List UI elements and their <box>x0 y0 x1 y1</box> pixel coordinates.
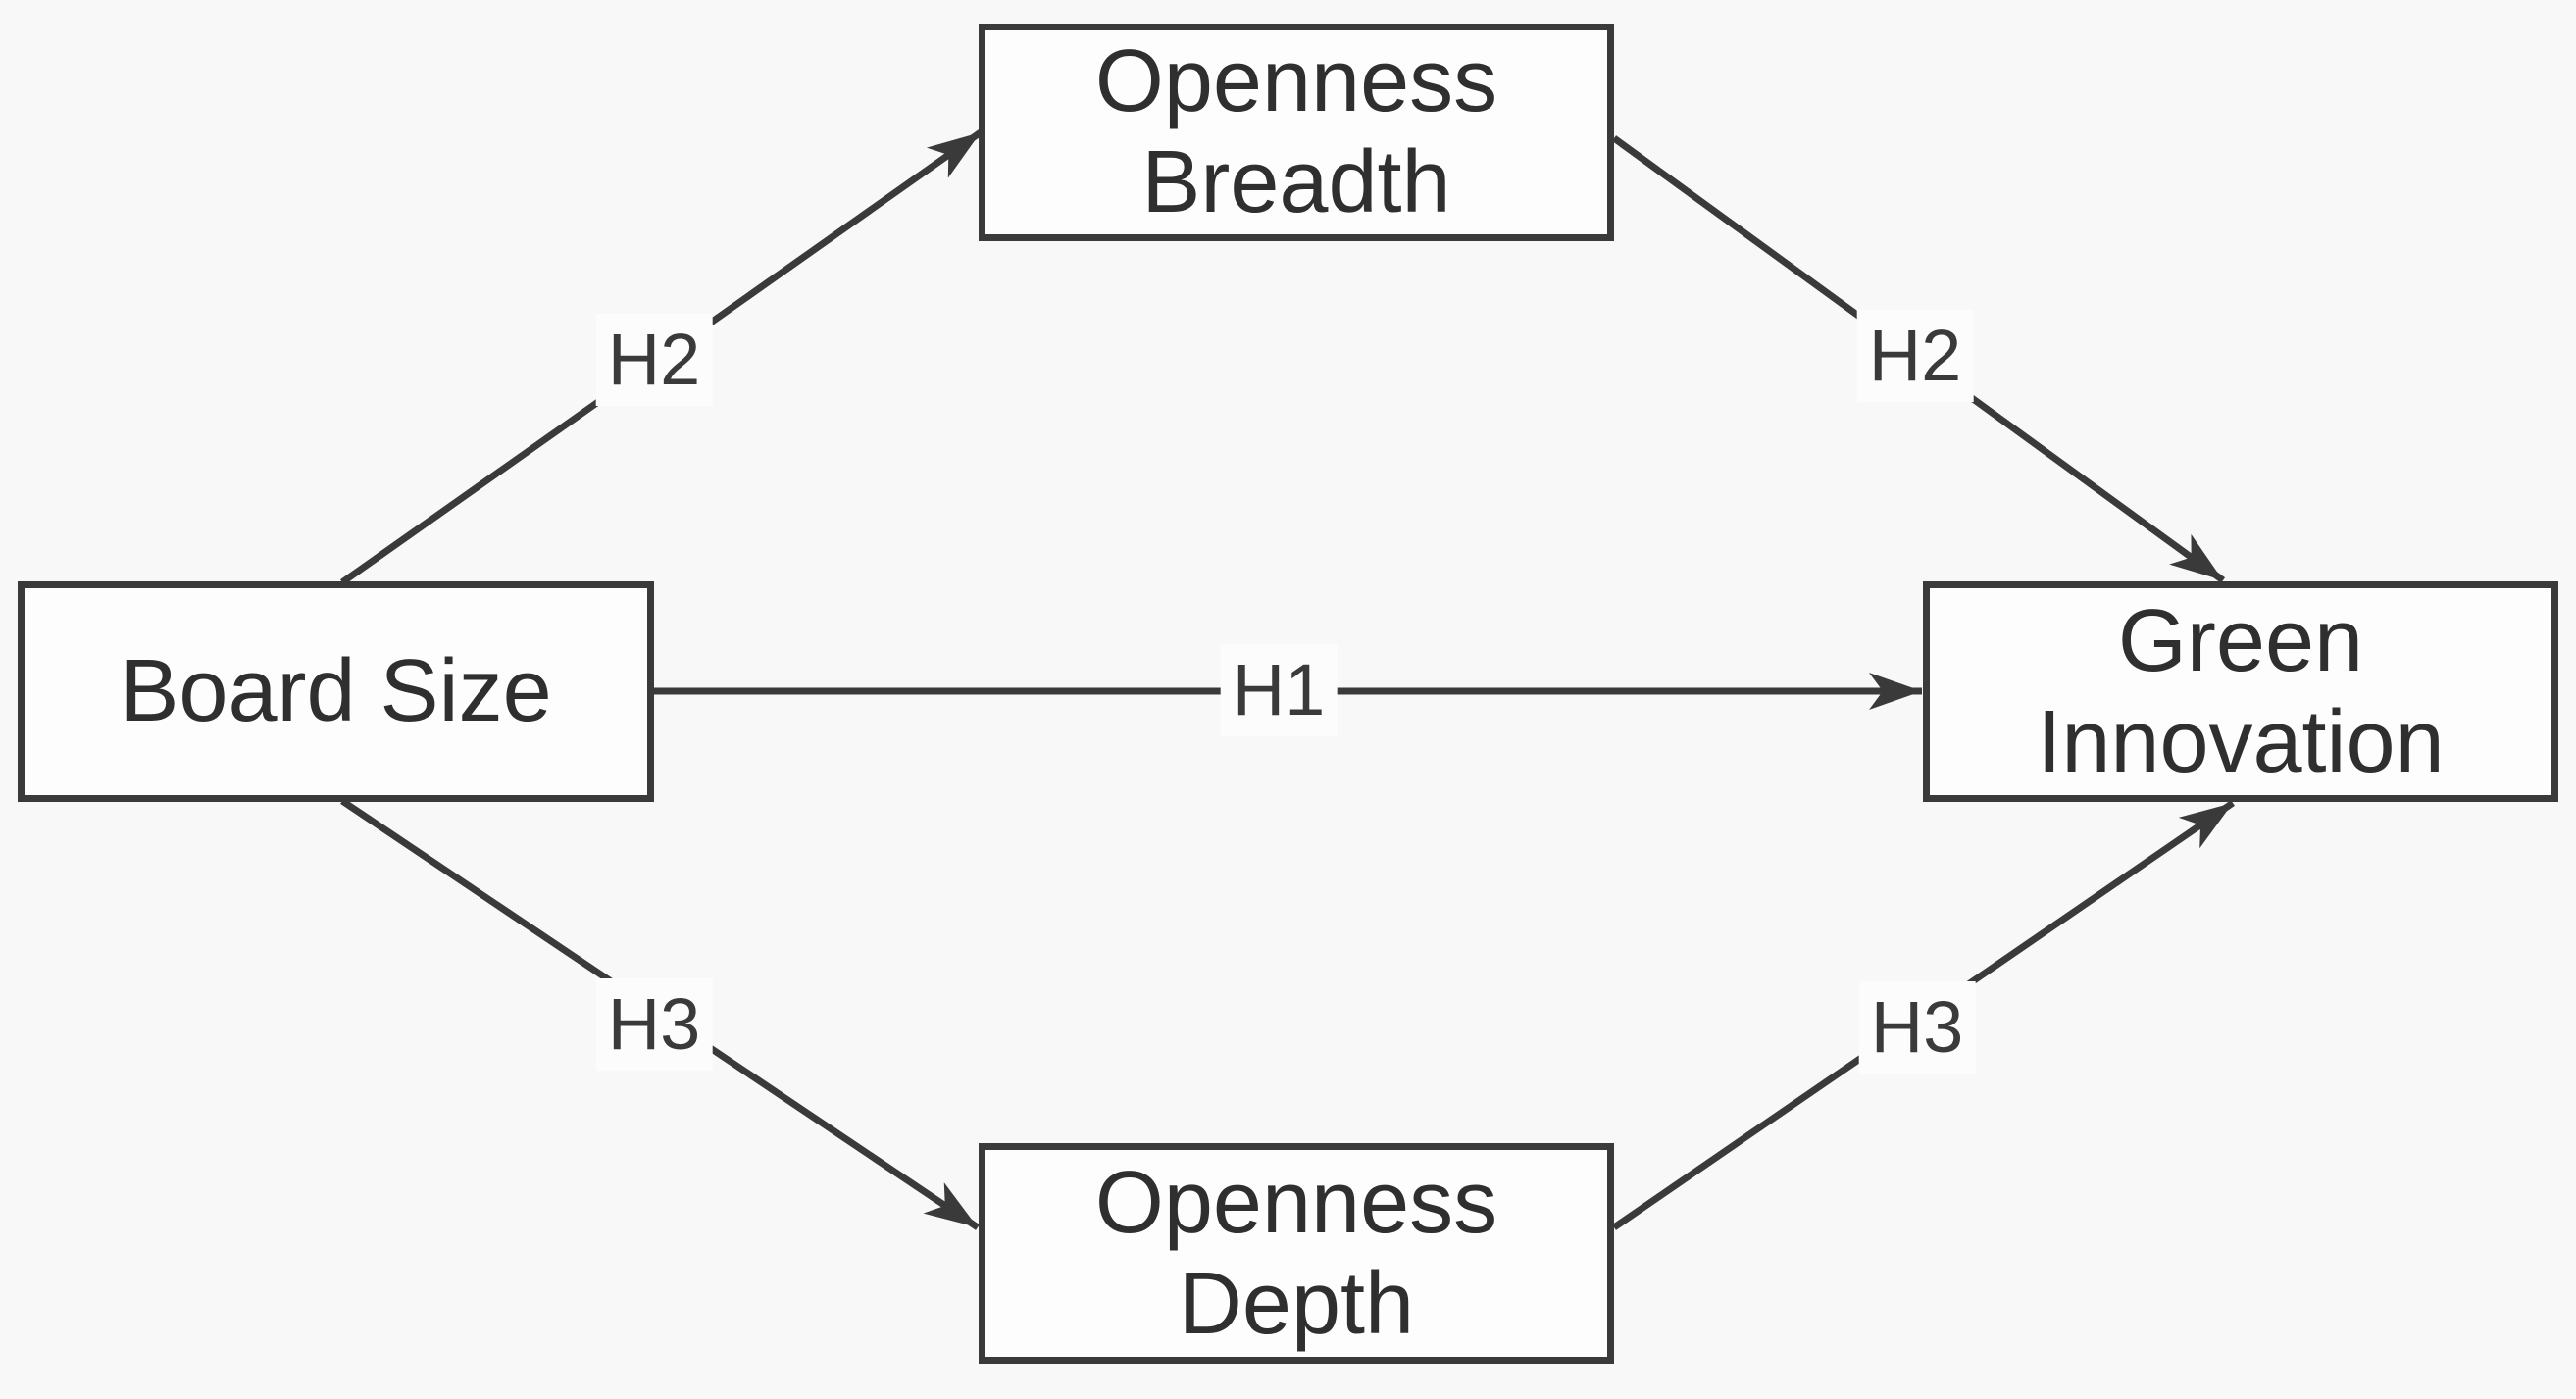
edge-label-h3-left: H3 <box>595 978 713 1071</box>
node-board-size-label: Board Size <box>120 642 552 741</box>
edge-label-h1: H1 <box>1220 644 1338 736</box>
node-green-innovation-label: Green Innovation <box>2037 591 2445 791</box>
node-openness-breadth: Openness Breadth <box>979 24 1614 241</box>
edge-label-h3-right: H3 <box>1858 981 1976 1074</box>
edge-label-h2-left: H2 <box>595 314 713 406</box>
node-openness-breadth-label: Openness Breadth <box>1094 32 1498 231</box>
node-openness-depth: Openness Depth <box>979 1143 1614 1364</box>
node-openness-depth-label: Openness Depth <box>1094 1153 1498 1353</box>
node-green-innovation: Green Innovation <box>1923 581 2558 802</box>
node-board-size: Board Size <box>18 581 654 802</box>
edge-label-h2-right: H2 <box>1856 310 1974 402</box>
